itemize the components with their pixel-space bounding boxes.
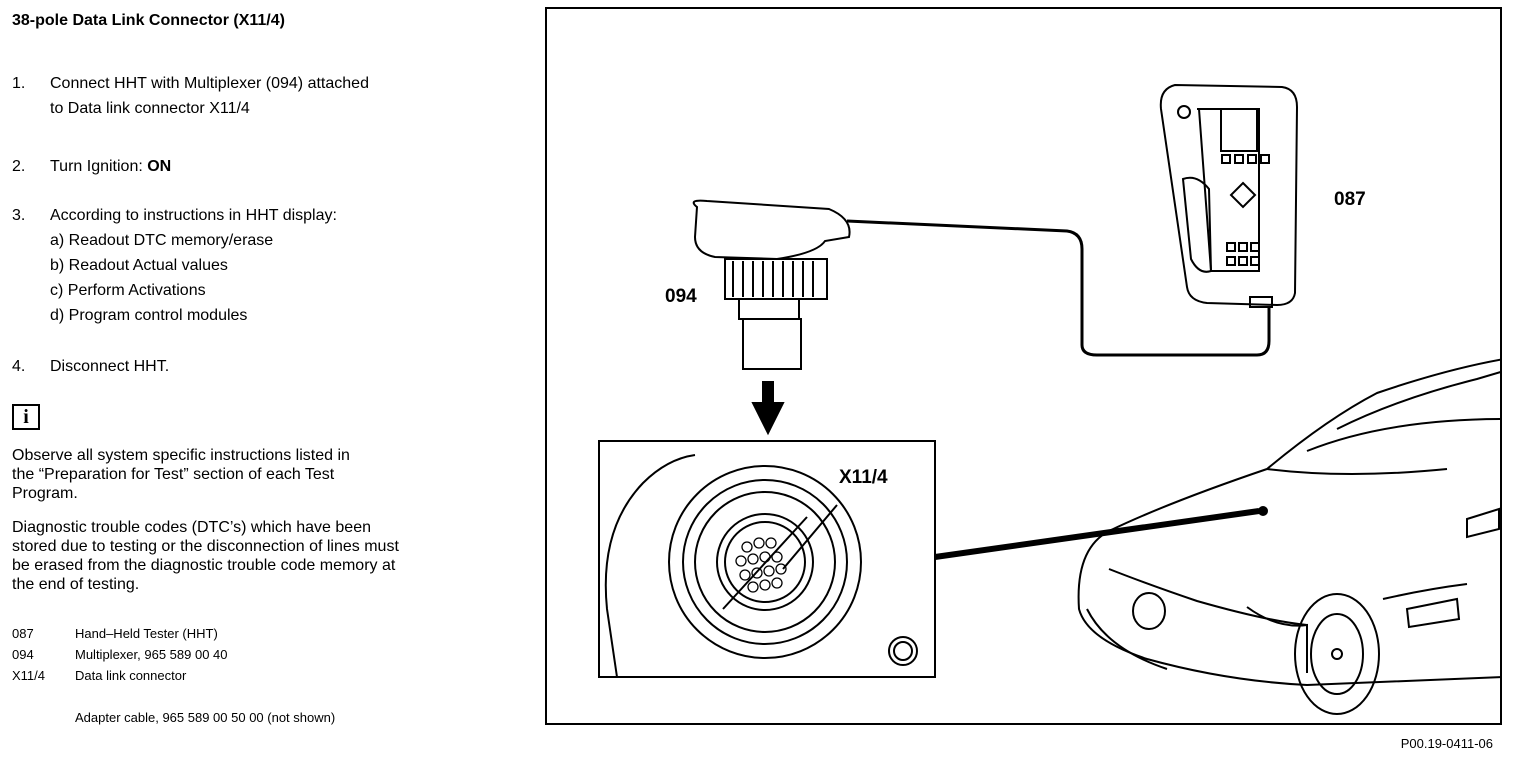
note-line: Program. — [12, 485, 78, 502]
step-sub-item: a) Readout DTC memory/erase — [50, 232, 274, 249]
step-sub-item: b) Readout Actual values — [50, 257, 228, 274]
step-number: 2. — [12, 158, 26, 175]
multiplexer-icon — [692, 199, 851, 370]
connector-x11-4-icon — [604, 454, 918, 678]
step-number: 3. — [12, 207, 26, 224]
ignition-state: ON — [147, 158, 172, 175]
hand-held-tester-icon — [1159, 83, 1299, 308]
step-number: 1. — [12, 75, 26, 92]
step-number: 4. — [12, 358, 26, 375]
legend-desc: Multiplexer, 965 589 00 40 — [75, 647, 228, 662]
connector-detail-inset — [598, 440, 936, 678]
note-line: the end of testing. — [12, 576, 140, 593]
legend-desc: Hand–Held Tester (HHT) — [75, 626, 218, 641]
label-087: 087 — [1334, 189, 1366, 210]
cable — [846, 219, 1271, 357]
arrow-down-icon — [751, 381, 785, 436]
diagram-canvas: 087 094 X11/4 — [598, 83, 1500, 715]
figure-reference: P00.19-0411-06 — [1400, 736, 1493, 751]
label-094: 094 — [665, 286, 697, 307]
note-line: stored due to testing or the disconnecti… — [12, 538, 399, 555]
page-title: 38-pole Data Link Connector (X11/4) — [12, 12, 285, 29]
note-line: be erased from the diagnostic trouble co… — [12, 557, 396, 574]
adapter-note: Adapter cable, 965 589 00 50 00 (not sho… — [75, 710, 336, 725]
note-line: the “Preparation for Test” section of ea… — [12, 466, 335, 483]
step-line: Connect HHT with Multiplexer (094) attac… — [50, 75, 369, 92]
label-x11-4: X11/4 — [839, 467, 888, 488]
info-icon: i — [12, 404, 40, 430]
step-text: Turn Ignition: — [50, 158, 148, 175]
note-line: Diagnostic trouble codes (DTC’s) which h… — [12, 519, 371, 536]
legend-code: 094 — [12, 647, 34, 662]
note-preparation: Observe all system specific instructions… — [12, 446, 532, 503]
legend-code: 087 — [12, 626, 34, 641]
legend-desc: Data link connector — [75, 668, 187, 683]
note-line: Observe all system specific instructions… — [12, 447, 350, 464]
step-line: to Data link connector X11/4 — [50, 100, 250, 117]
step-line: According to instructions in HHT display… — [50, 207, 337, 224]
legend-code: X11/4 — [12, 668, 46, 683]
vehicle-icon — [1077, 358, 1500, 715]
step-sub-item: c) Perform Activations — [50, 282, 206, 299]
note-dtc: Diagnostic trouble codes (DTC’s) which h… — [12, 518, 532, 594]
step-sub-item: d) Program control modules — [50, 307, 248, 324]
step-line: Disconnect HHT. — [50, 358, 170, 375]
connection-diagram: 087 094 X11/4 — [545, 7, 1502, 725]
